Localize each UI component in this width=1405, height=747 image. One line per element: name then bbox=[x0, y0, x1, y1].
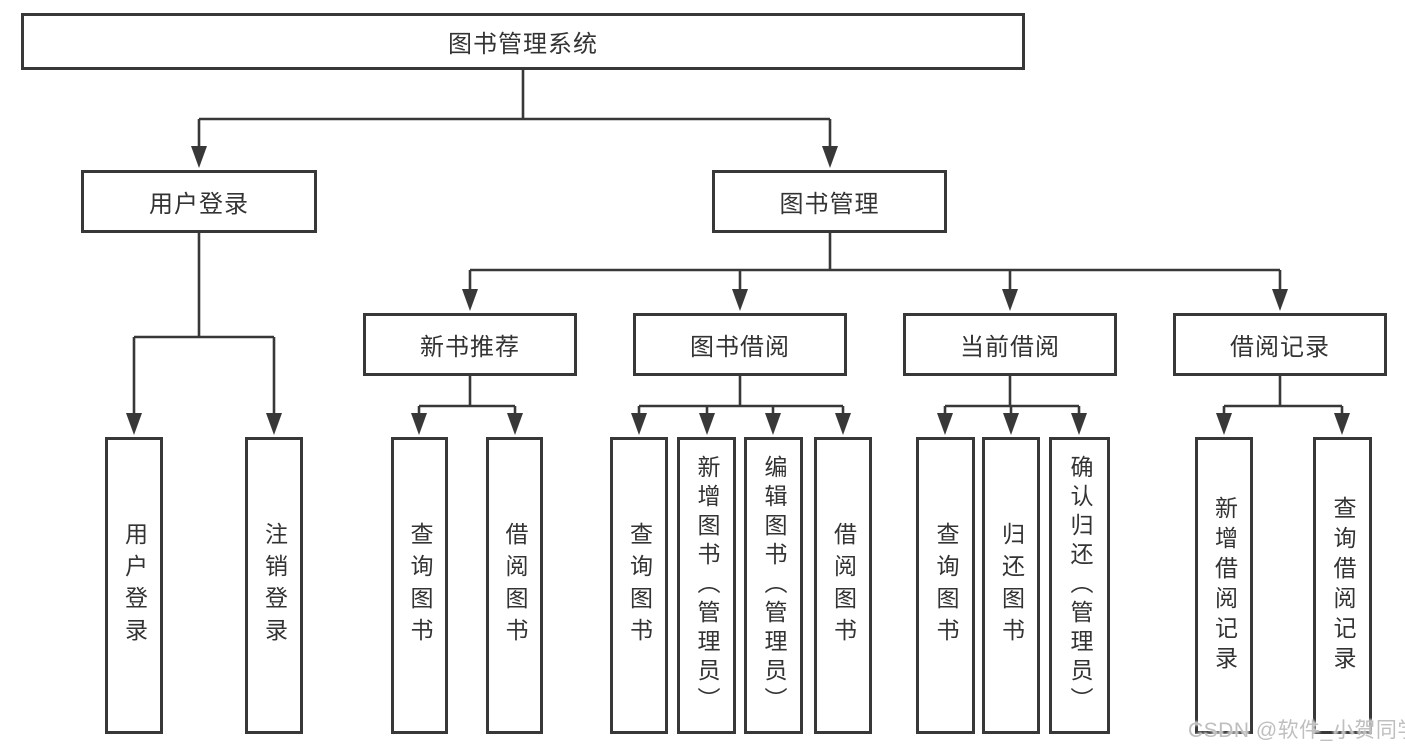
leaf-logout: 注销登录 bbox=[245, 437, 303, 734]
node-root: 图书管理系统 bbox=[21, 13, 1025, 70]
node-new-book-recommend: 新书推荐 bbox=[363, 313, 577, 376]
leaf-records-add-record: 新增借阅记录 bbox=[1195, 437, 1253, 734]
node-current-borrow: 当前借阅 bbox=[903, 313, 1117, 376]
node-borrow-records: 借阅记录 bbox=[1173, 313, 1387, 376]
node-book-borrow: 图书借阅 bbox=[633, 313, 847, 376]
leaf-current-confirm-return-admin: 确认归还（管理员） bbox=[1049, 437, 1110, 734]
csdn-watermark: CSDN @软件_小贺同学 bbox=[1188, 719, 1405, 742]
leaf-current-return-book: 归还图书 bbox=[982, 437, 1040, 734]
leaf-recommend-borrow-books: 借阅图书 bbox=[486, 437, 543, 734]
leaf-borrow-add-book-admin: 新增图书（管理员） bbox=[677, 437, 736, 734]
leaf-recommend-query-books: 查询图书 bbox=[391, 437, 448, 734]
node-user-login: 用户登录 bbox=[81, 170, 317, 233]
leaf-borrow-edit-book-admin: 编辑图书（管理员） bbox=[744, 437, 803, 734]
node-book-management: 图书管理 bbox=[712, 170, 947, 233]
leaf-current-query-books: 查询图书 bbox=[916, 437, 975, 734]
leaf-borrow-query-books: 查询图书 bbox=[610, 437, 668, 734]
leaf-user-login: 用户登录 bbox=[105, 437, 163, 734]
leaf-records-query-record: 查询借阅记录 bbox=[1313, 437, 1372, 734]
leaf-borrow-borrow-books: 借阅图书 bbox=[814, 437, 872, 734]
